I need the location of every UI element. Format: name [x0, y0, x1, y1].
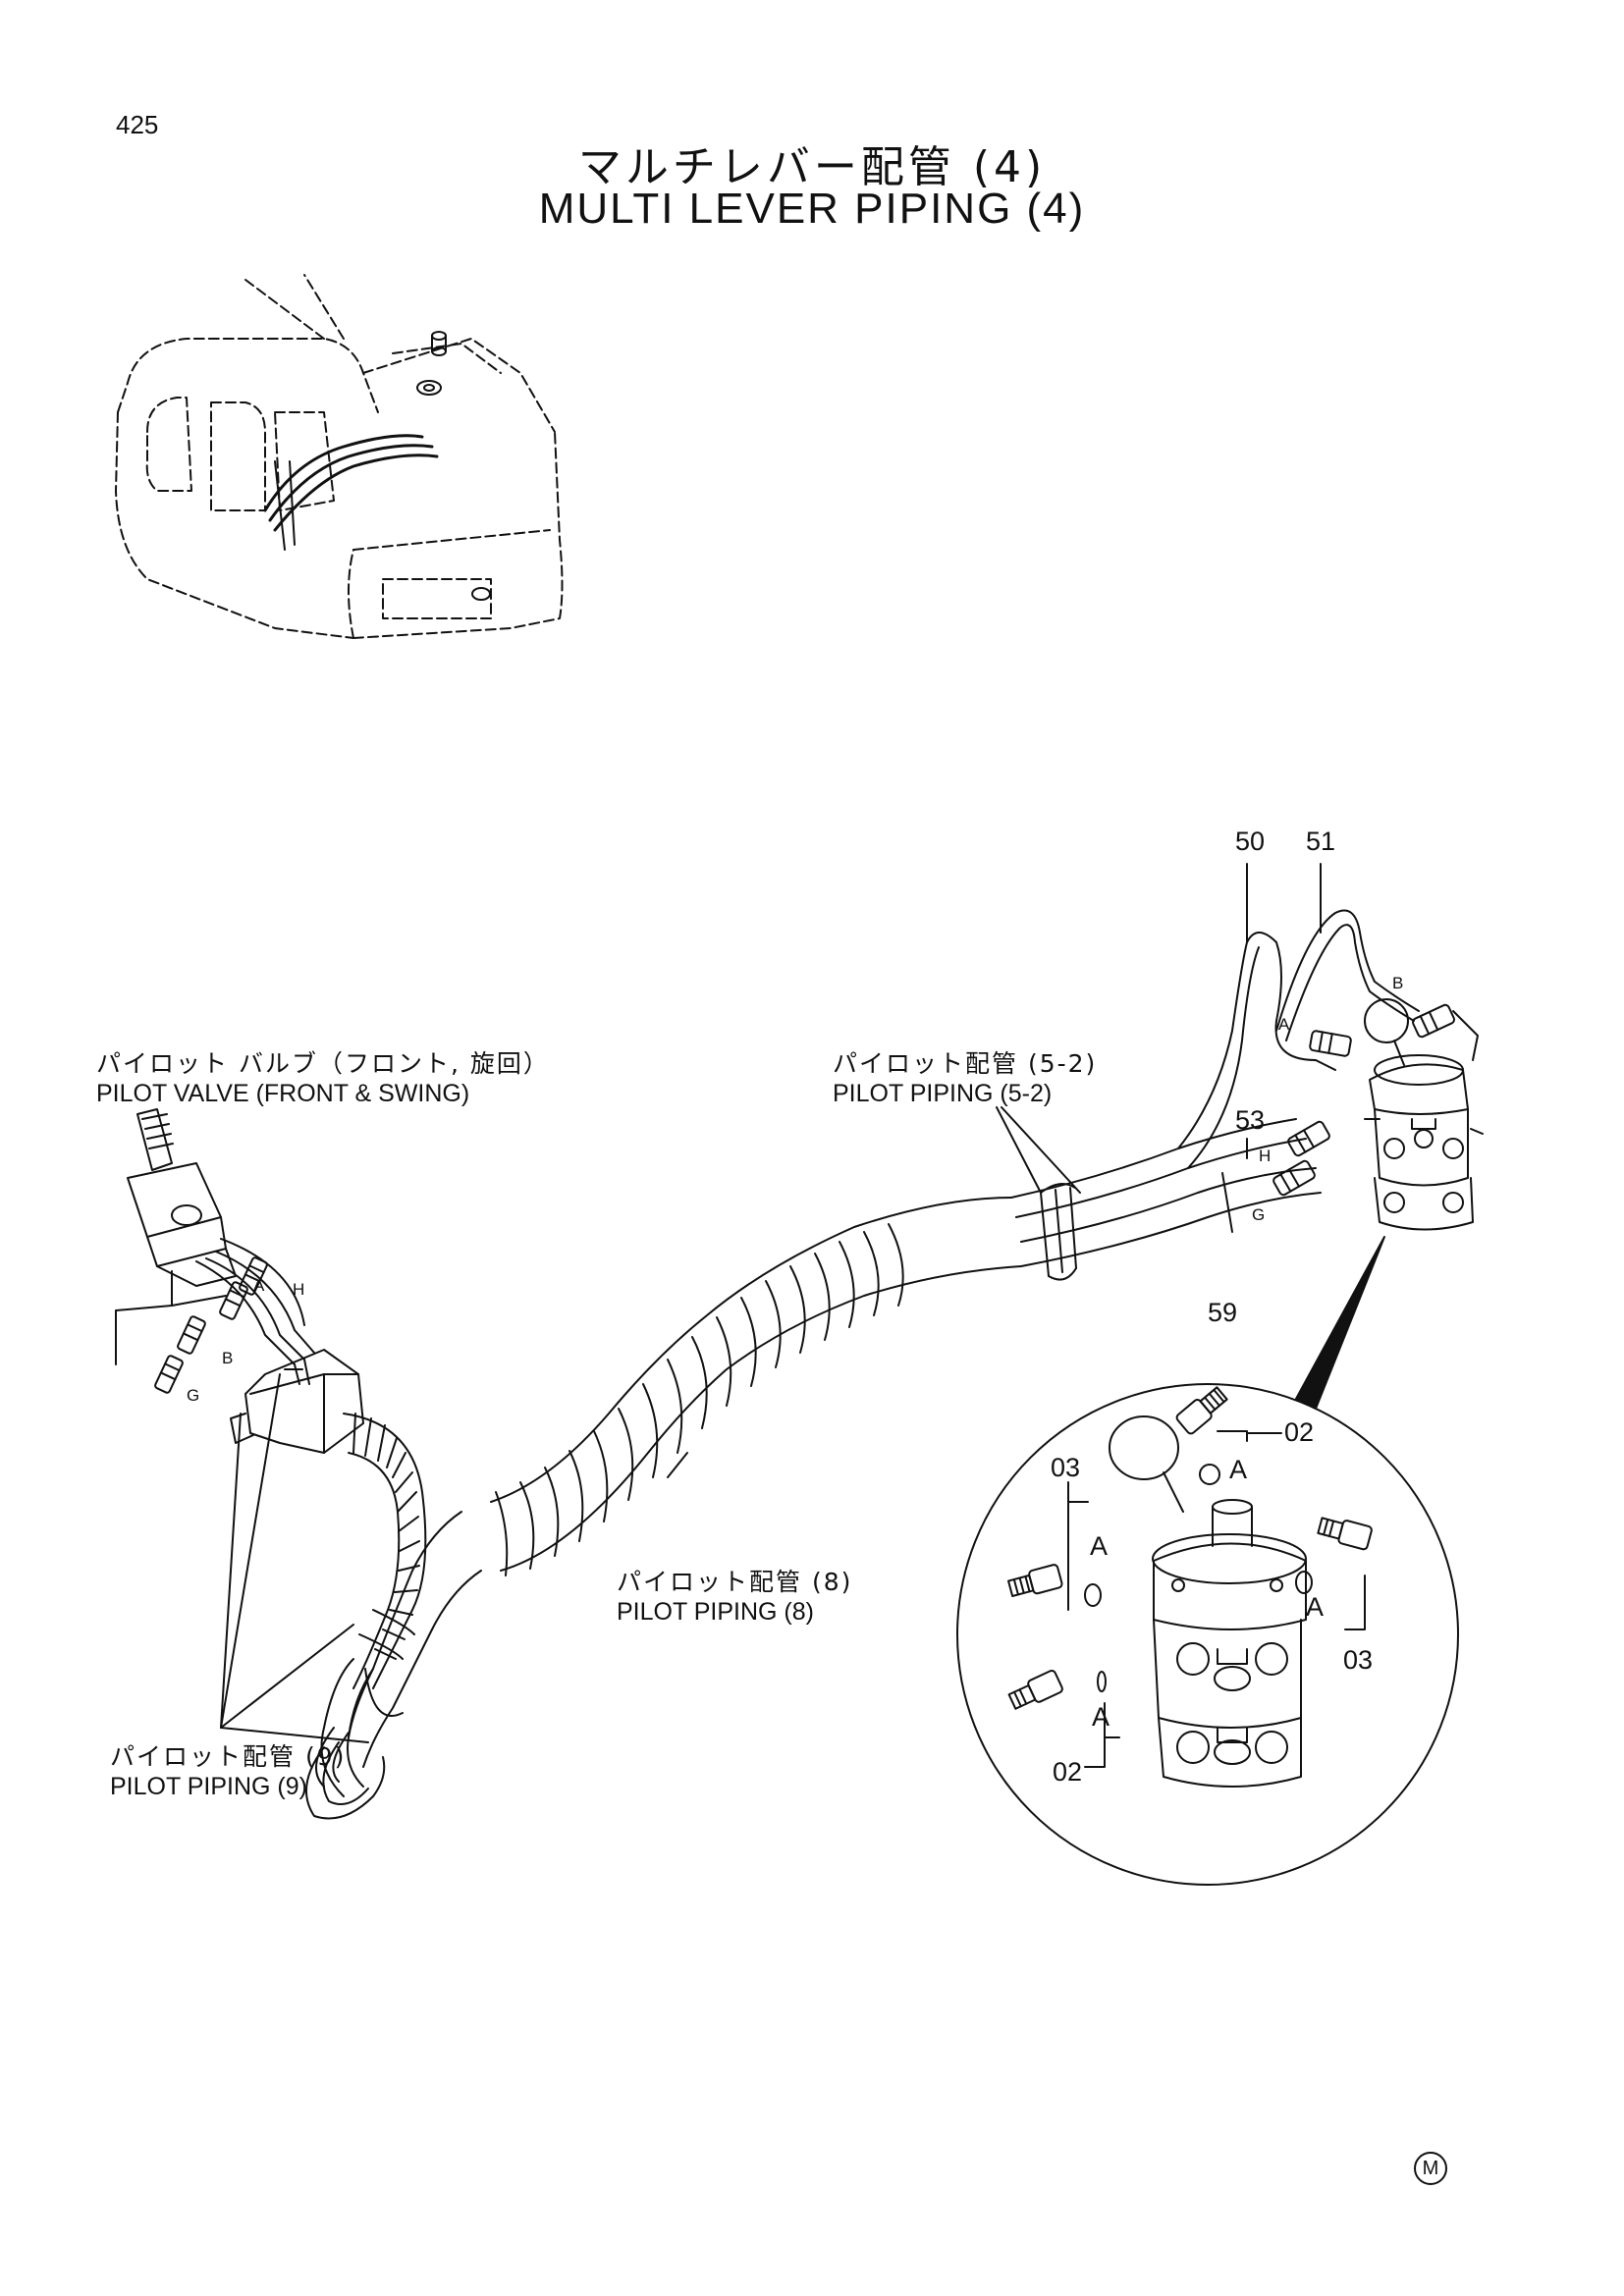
callout-pilot-valve: パイロット バルブ（フロント, 旋回） PILOT VALVE (FRONT &…: [96, 1048, 550, 1109]
circled-m-mark: M: [1414, 2152, 1447, 2185]
excavator-overview-illustration: [116, 275, 563, 638]
port-letter-b-left: B: [222, 1349, 234, 1367]
part-number-59: 59: [1208, 1298, 1238, 1327]
detail-pointer: [1296, 1237, 1384, 1409]
callout-pilot-piping-9-en: PILOT PIPING (9): [110, 1773, 307, 1800]
callout-pilot-piping-8-jp: パイロット配管 (8): [617, 1568, 853, 1596]
page-number: 425: [116, 110, 159, 139]
part-number-53: 53: [1235, 1105, 1266, 1135]
callout-pilot-valve-en: PILOT VALVE (FRONT & SWING): [96, 1080, 470, 1107]
excavator-detail-lines: [265, 332, 490, 600]
circled-m-letter: M: [1422, 2158, 1439, 2179]
port-letter-a-left: A: [253, 1276, 265, 1295]
port-letter-g-right: G: [1252, 1205, 1266, 1224]
spiral-wrap: [496, 1224, 903, 1575]
detail-letter-a-2: A: [1090, 1531, 1109, 1561]
callout-pilot-piping-5-2-en: PILOT PIPING (5-2): [833, 1080, 1053, 1107]
pipes-50-51: [1178, 864, 1419, 1168]
callout-pilot-piping-5-2-jp: パイロット配管 (5-2): [833, 1049, 1098, 1078]
part-number-50: 50: [1235, 827, 1266, 856]
leader-lines: [221, 1107, 1247, 1742]
port-letter-b-right: B: [1392, 974, 1404, 992]
callout-pilot-piping-9-jp: パイロット配管 (9): [110, 1742, 347, 1771]
corrugated-hose: [344, 1414, 425, 1688]
callout-pilot-piping-5-2: パイロット配管 (5-2) PILOT PIPING (5-2): [833, 1048, 1097, 1109]
part-number-51: 51: [1306, 827, 1336, 856]
multi-lever-pilot-valve: [1272, 999, 1483, 1230]
callout-pilot-piping-9: パイロット配管 (9) PILOT PIPING (9): [110, 1741, 346, 1802]
part-number-02-top: 02: [1284, 1417, 1315, 1447]
callout-pilot-valve-jp: パイロット バルブ（フロント, 旋回）: [96, 1049, 550, 1078]
part-number-02-bottom: 02: [1053, 1757, 1083, 1787]
page-title-japanese: マルチレバー配管 (4): [577, 142, 1047, 192]
callout-pilot-piping-8: パイロット配管 (8) PILOT PIPING (8): [617, 1567, 852, 1628]
part-number-03-right: 03: [1343, 1645, 1374, 1675]
pilot-valve-front-swing-assembly: [116, 1109, 363, 1453]
detail-letter-a-3: A: [1306, 1592, 1325, 1622]
callout-pilot-piping-8-en: PILOT PIPING (8): [617, 1598, 814, 1626]
port-letter-g-left: G: [187, 1386, 200, 1405]
port-letter-h-left: H: [293, 1280, 305, 1299]
part-number-03-left: 03: [1051, 1453, 1081, 1482]
page-title-english: MULTI LEVER PIPING (4): [538, 185, 1086, 233]
valve-detail-view: [957, 1384, 1458, 1885]
port-letter-h-right: H: [1259, 1147, 1272, 1165]
detail-letter-a-1: A: [1229, 1455, 1248, 1484]
pilot-piping-bundle: [306, 1119, 1321, 1819]
port-letter-a-right: A: [1278, 1015, 1290, 1034]
detail-letter-a-4: A: [1092, 1702, 1110, 1732]
